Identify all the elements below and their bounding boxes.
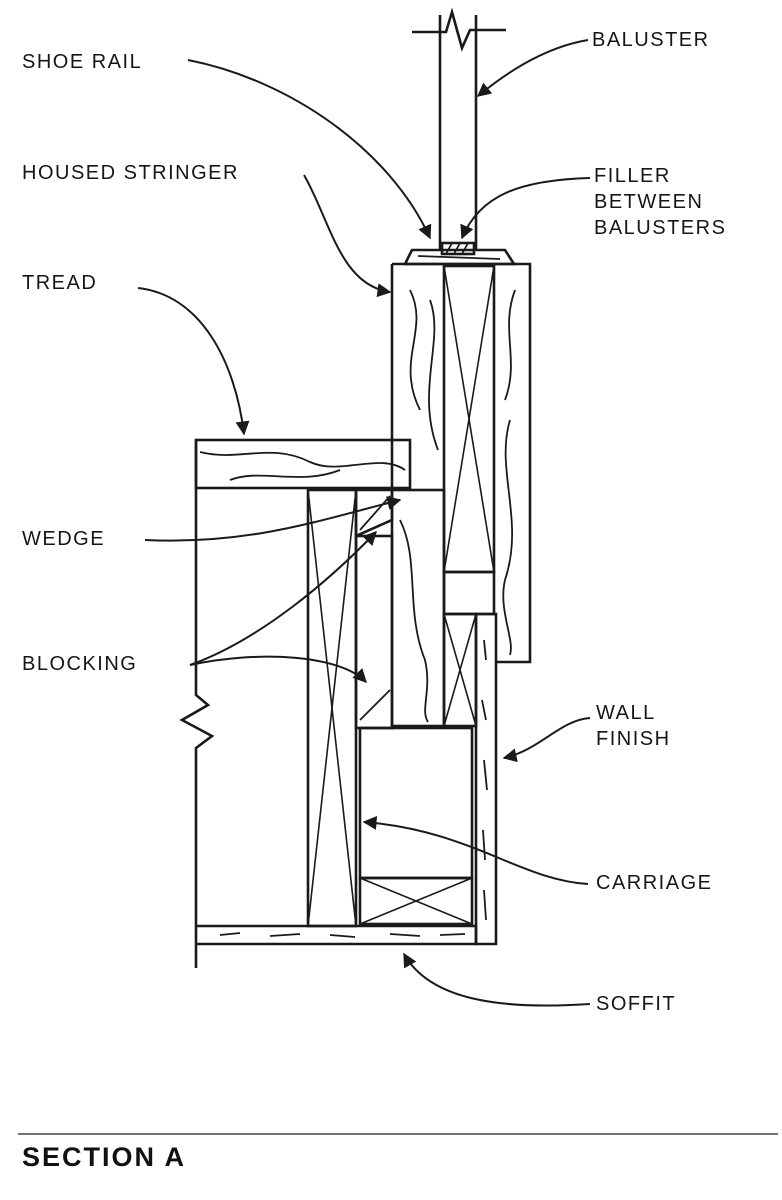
wall-finish xyxy=(474,612,498,946)
label-filler-between-balusters: FILLER BETWEEN BALUSTERS xyxy=(594,163,726,241)
tread xyxy=(194,438,412,490)
carriage xyxy=(306,488,474,928)
housed-stringer xyxy=(390,262,532,664)
label-wall-finish-line-1: WALL xyxy=(596,702,656,724)
filler-between-balusters xyxy=(440,241,476,256)
label-carriage: CARRIAGE xyxy=(596,872,713,894)
label-wall-finish-line-2: FINISH xyxy=(596,728,671,750)
label-wall-finish: WALL FINISH xyxy=(596,700,671,752)
label-housed-stringer: HOUSED STRINGER xyxy=(22,162,239,184)
blocking xyxy=(354,488,446,730)
baluster xyxy=(412,7,506,250)
label-filler-line-3: BALUSTERS xyxy=(594,217,727,239)
label-soffit: SOFFIT xyxy=(596,993,677,1015)
label-filler-line-1: FILLER xyxy=(594,165,671,187)
label-blocking: BLOCKING xyxy=(22,653,138,675)
shoe-rail xyxy=(402,248,517,266)
label-wedge: WEDGE xyxy=(22,528,106,550)
label-baluster: BALUSTER xyxy=(592,29,710,51)
leader-lines xyxy=(137,39,591,1007)
label-tread: TREAD xyxy=(22,272,98,294)
soffit xyxy=(196,924,478,946)
left-wall xyxy=(179,440,215,968)
section-title: SECTION A xyxy=(22,1142,187,1172)
wedge xyxy=(354,488,394,539)
label-filler-line-2: BETWEEN xyxy=(594,191,704,213)
label-shoe-rail: SHOE RAIL xyxy=(22,51,143,73)
